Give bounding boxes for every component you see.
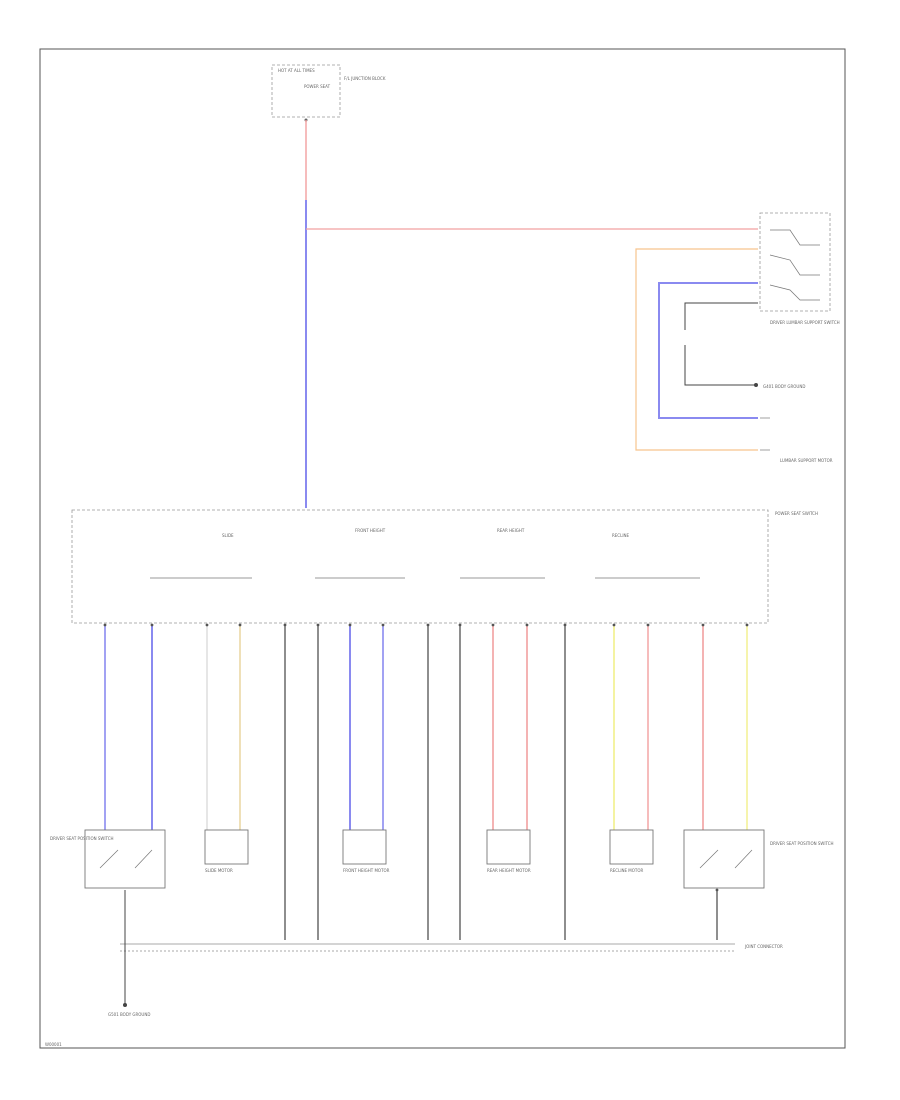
group-label-recline: RECLINE [612, 533, 630, 538]
wire-orange-loop [635, 248, 758, 451]
group-label-front: FRONT HEIGHT [355, 528, 386, 533]
fuse-box-title: HOT AT ALL TIMES [278, 68, 315, 73]
motor-slide-box [204, 829, 249, 865]
ground-mid-label: G401 BODY GROUND [763, 384, 805, 389]
group-label-rear: REAR HEIGHT [497, 528, 525, 533]
lumbar-switch-contact-a [770, 229, 820, 246]
motor-recline-box [609, 829, 654, 865]
lumbar-switch-contact-b [769, 254, 820, 276]
footer-code: W00001 [45, 1042, 62, 1047]
wire-black-ground [684, 345, 756, 386]
wire-terminal-15 [646, 623, 650, 627]
motor-rear-box [486, 829, 531, 865]
component-row: DRIVER SEAT POSITION SWITCH SLIDE MOTOR … [50, 829, 834, 889]
switch-left-blade-b [134, 849, 153, 869]
motor-rear-label: REAR HEIGHT MOTOR [487, 868, 531, 873]
fuse-box-sub: F/L JUNCTION BLOCK [344, 76, 386, 81]
wire-terminal-13 [563, 623, 567, 627]
switch-right-blade-a [699, 849, 719, 869]
vertical-wire-group [103, 623, 749, 940]
wire-terminal-18 [715, 888, 719, 892]
wire-terminal-11 [491, 623, 495, 627]
wire-terminal-8 [381, 623, 385, 627]
lumbar-switch-label: DRIVER LUMBAR SUPPORT SWITCH [770, 320, 840, 325]
switch-right-label: DRIVER SEAT POSITION SWITCH [770, 841, 834, 846]
ground-bottom-label: G501 BODY GROUND [108, 1012, 150, 1017]
fuse-name: POWER SEAT [304, 84, 331, 89]
switch-right-box [683, 829, 765, 889]
switch-left-box [84, 829, 166, 889]
wire-black-short [684, 302, 758, 330]
power-seat-switch-box [71, 509, 769, 624]
power-seat-switch-label: POWER SEAT SWITCH [775, 511, 818, 516]
switch-left-label: DRIVER SEAT POSITION SWITCH [50, 836, 114, 841]
motor-slide-label: SLIDE MOTOR [205, 868, 233, 873]
wire-terminal-7 [348, 623, 352, 627]
wire-terminal-17 [745, 623, 749, 627]
wire-blue-loop [658, 282, 758, 419]
wire-terminal-3 [205, 623, 209, 627]
lumbar-switch-contact-c [769, 284, 820, 301]
lumbar-switch-box [759, 212, 831, 312]
ground-point-mid [754, 383, 758, 387]
switch-left-blade-a [99, 849, 119, 869]
diagram-frame [39, 48, 846, 1049]
wire-terminal-6 [316, 623, 320, 627]
wire-terminal-5 [283, 623, 287, 627]
joint-connector-label: JOINT CONNECTOR [744, 944, 783, 949]
motor-front-box [342, 829, 387, 865]
motor-recline-label: RECLINE MOTOR [610, 868, 643, 873]
wire-terminal-4 [238, 623, 242, 627]
wire-terminal-10 [458, 623, 462, 627]
motor-front-label: FRONT HEIGHT MOTOR [343, 868, 390, 873]
lumbar-motor-label: LUMBAR SUPPORT MOTOR [780, 458, 833, 463]
wire-terminal-14 [612, 623, 616, 627]
ground-point-bottom [123, 1003, 127, 1007]
wire-terminal-12 [525, 623, 529, 627]
wire-terminal-9 [426, 623, 430, 627]
wire-terminal-2 [150, 623, 154, 627]
switch-right-blade-b [734, 849, 753, 869]
group-label-slide: SLIDE [222, 533, 234, 538]
wire-terminal-16 [701, 623, 705, 627]
wire-terminal-1 [103, 623, 107, 627]
